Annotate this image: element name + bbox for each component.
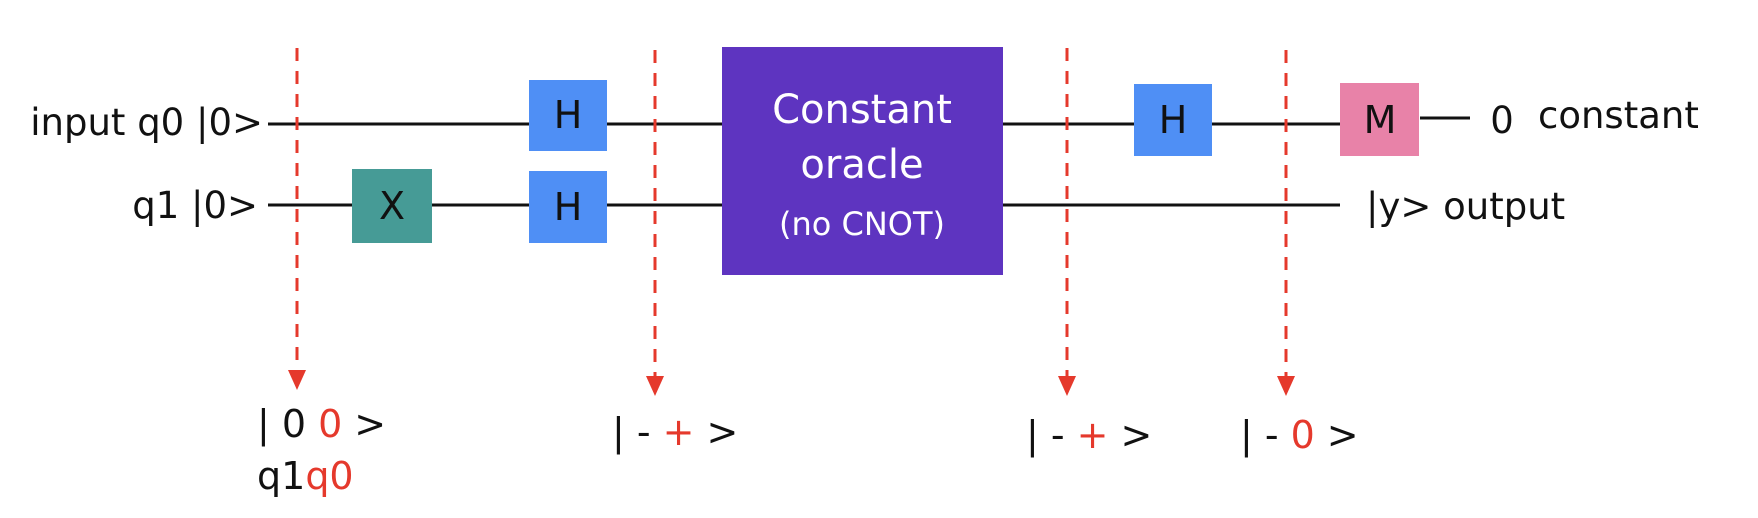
state-label-3: | -+>: [1026, 413, 1152, 458]
constant-oracle: Constant oracle (no CNOT): [722, 47, 1003, 275]
oracle-line-1: Constant: [772, 87, 952, 133]
h-gate-label: H: [1159, 98, 1188, 142]
marker-arrowhead-1: [288, 370, 306, 390]
marker-arrowhead-2: [646, 376, 664, 396]
marker-arrowhead-3: [1058, 376, 1076, 396]
oracle-line-2: oracle: [800, 142, 923, 188]
state-label-4: | -0>: [1240, 413, 1359, 458]
qubit-order-label: q1q0: [257, 454, 354, 498]
h-gate-label: H: [554, 93, 583, 137]
marker-arrowhead-4: [1277, 376, 1295, 396]
x-gate: X: [352, 169, 432, 243]
h-gate-q0-first: H: [529, 80, 607, 151]
x-gate-label: X: [379, 184, 405, 228]
state-label-2: | -+>: [612, 410, 738, 455]
h-gate-q1-first: H: [529, 171, 607, 243]
q0-label: input q0 |0>: [30, 101, 263, 144]
measure-gate-label: M: [1364, 98, 1397, 142]
h-gate-q0-second: H: [1134, 84, 1212, 156]
q1-label: q1 |0>: [132, 184, 258, 227]
measure-gate: M: [1340, 83, 1419, 156]
q0-result-label: constant: [1538, 94, 1699, 137]
q1-output-label: |y> output: [1366, 185, 1565, 228]
oracle-line-3: (no CNOT): [779, 205, 945, 243]
h-gate-label: H: [554, 185, 583, 229]
q0-readout-value: 0: [1490, 99, 1514, 142]
